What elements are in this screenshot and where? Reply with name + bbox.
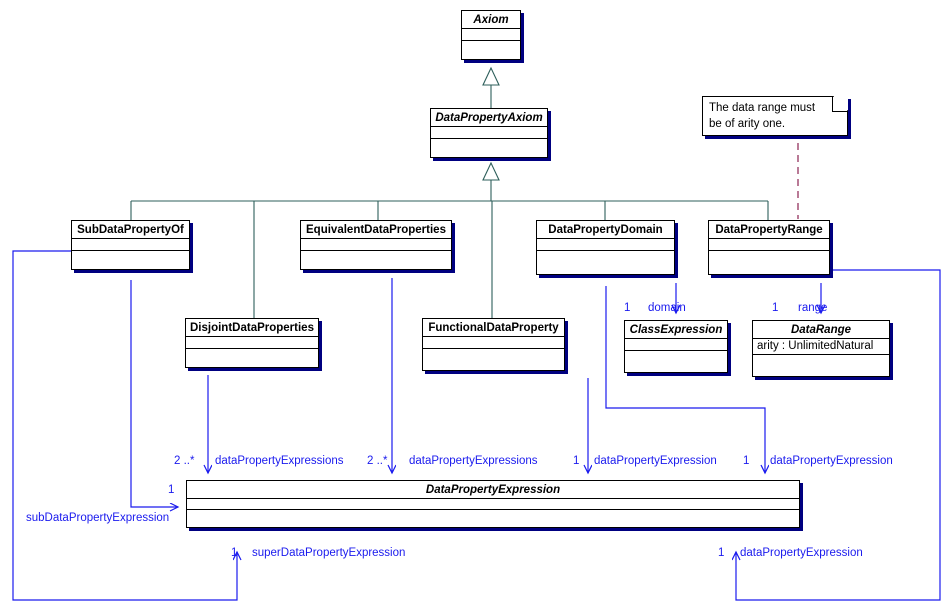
multiplicity-dpe-functional: 1 (573, 455, 580, 467)
class-name: ClassExpression (625, 321, 727, 339)
role-dpe-functional: dataPropertyExpression (594, 455, 717, 467)
attributes-compartment (431, 127, 547, 139)
class-name: DataPropertyDomain (537, 221, 674, 239)
operations-compartment (753, 355, 889, 376)
class-name: DataRange (753, 321, 889, 339)
attributes-compartment (187, 499, 799, 510)
note-line-2: be of arity one. (709, 117, 786, 130)
class-datapropertyaxiom[interactable]: DataPropertyAxiom (430, 108, 548, 158)
multiplicity-dpe-equivalent: 2 ..* (367, 455, 388, 467)
operations-compartment (301, 251, 451, 269)
role-dpe-disjoint: dataPropertyExpressions (215, 455, 344, 467)
operations-compartment (72, 251, 189, 269)
class-name: DisjointDataProperties (186, 319, 318, 337)
note-data-range-arity[interactable]: The data range must be of arity one. (702, 96, 848, 136)
multiplicity-domain: 1 (624, 302, 631, 314)
class-name: DataPropertyAxiom (431, 109, 547, 127)
operations-compartment (423, 349, 564, 370)
class-disjointdataproperties[interactable]: DisjointDataProperties (185, 318, 319, 368)
class-functionaldataproperty[interactable]: FunctionalDataProperty (422, 318, 565, 371)
attributes-compartment (423, 337, 564, 349)
association-dpe-domain (605, 286, 765, 473)
note-fold-icon (832, 96, 848, 112)
class-name: EquivalentDataProperties (301, 221, 451, 239)
association-super-dpe (12, 250, 237, 601)
note-line-1: The data range must (709, 102, 816, 114)
multiplicity-super-dpe: 1 (231, 547, 238, 559)
role-super-dpe: superDataPropertyExpression (252, 547, 406, 559)
multiplicity-dpe-disjoint: 2 ..* (174, 455, 195, 467)
attributes-compartment (72, 239, 189, 251)
class-subdatapropertyof[interactable]: SubDataPropertyOf (71, 220, 190, 270)
class-name: DataPropertyRange (709, 221, 829, 239)
class-name: Axiom (462, 11, 520, 29)
role-dpe-equivalent: dataPropertyExpressions (409, 455, 538, 467)
class-equivalentdataproperties[interactable]: EquivalentDataProperties (300, 220, 452, 270)
operations-compartment (187, 510, 799, 527)
attributes-compartment (709, 239, 829, 251)
role-dpe-domain: dataPropertyExpression (770, 455, 893, 467)
class-axiom[interactable]: Axiom (461, 10, 521, 60)
attributes-compartment (462, 29, 520, 41)
operations-compartment (431, 139, 547, 157)
class-datapropertyexpression[interactable]: DataPropertyExpression (186, 480, 800, 528)
attributes-compartment (186, 337, 318, 349)
operations-compartment (537, 251, 674, 274)
attributes-compartment (625, 339, 727, 351)
operations-compartment (625, 351, 727, 372)
attributes-compartment (537, 239, 674, 251)
attribute-arity: arity : UnlimitedNatural (753, 339, 889, 355)
role-sub-dpe: subDataPropertyExpression (26, 512, 170, 524)
class-datapropertyrange[interactable]: DataPropertyRange (708, 220, 830, 275)
multiplicity-range: 1 (772, 302, 779, 314)
attributes-compartment (301, 239, 451, 251)
role-dpe-range: dataPropertyExpression (740, 547, 863, 559)
class-datapropertydomain[interactable]: DataPropertyDomain (536, 220, 675, 275)
multiplicity-sub-dpe: 1 (168, 484, 175, 496)
role-domain: domain (648, 302, 686, 314)
operations-compartment (186, 349, 318, 367)
class-name: SubDataPropertyOf (72, 221, 189, 239)
operations-compartment (709, 251, 829, 274)
class-name: FunctionalDataProperty (423, 319, 564, 337)
generalization-axiom (482, 66, 500, 108)
operations-compartment (462, 41, 520, 59)
class-datarange[interactable]: DataRange arity : UnlimitedNatural (752, 320, 890, 377)
role-range: range (798, 302, 828, 314)
association-sub-dpe (130, 280, 178, 507)
multiplicity-dpe-domain: 1 (743, 455, 750, 467)
class-name: DataPropertyExpression (187, 481, 799, 499)
multiplicity-dpe-range: 1 (718, 547, 725, 559)
class-classexpression[interactable]: ClassExpression (624, 320, 728, 373)
